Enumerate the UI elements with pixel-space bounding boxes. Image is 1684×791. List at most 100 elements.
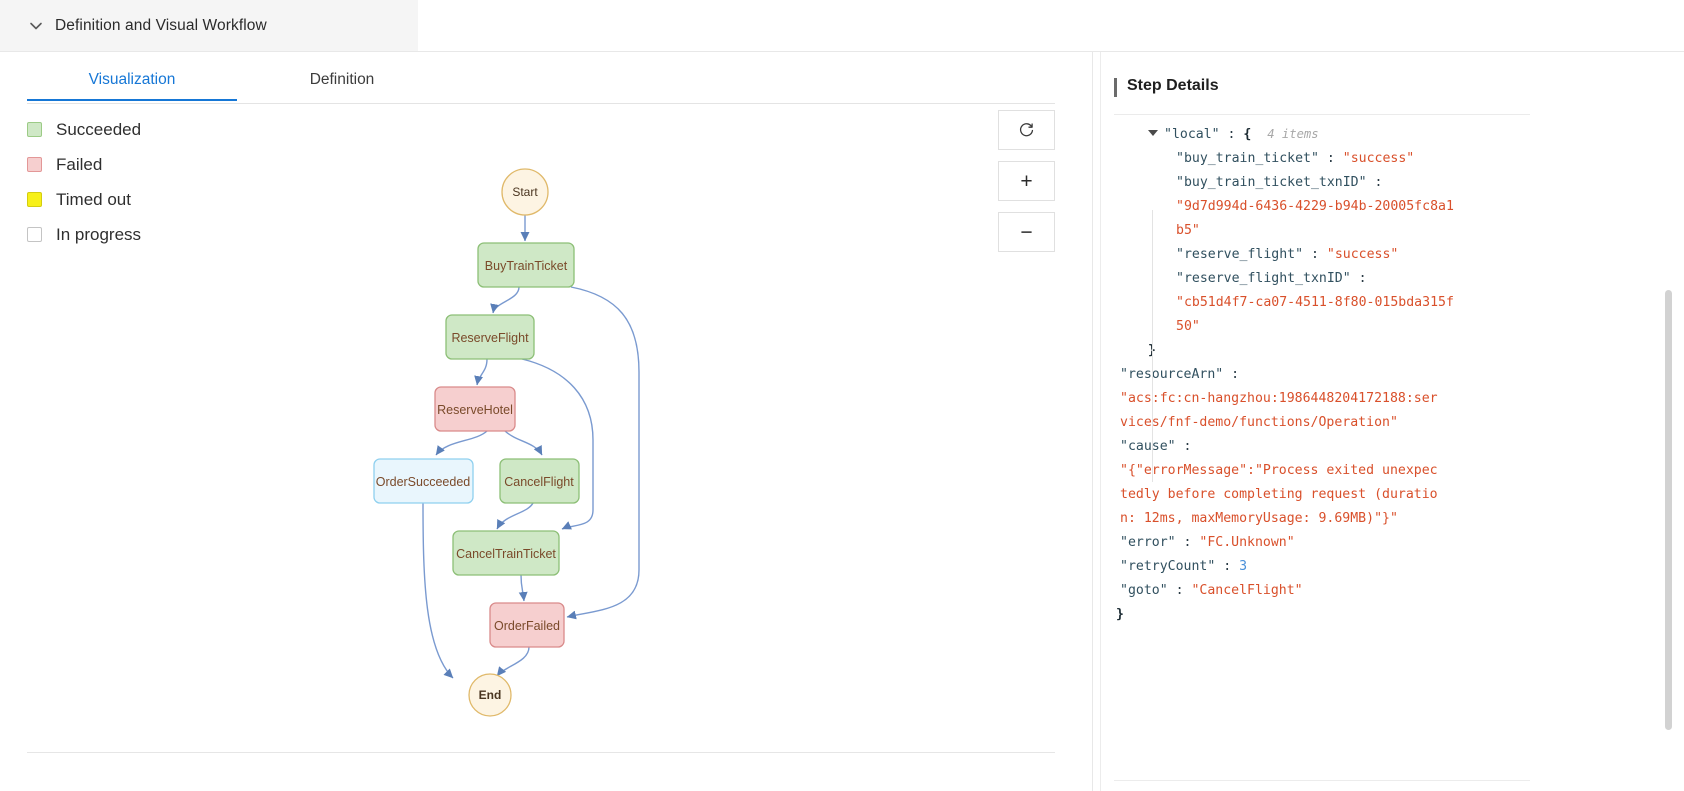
- chevron-down-icon[interactable]: [27, 17, 45, 35]
- edge-ordersucceeded-end: [422, 502, 454, 679]
- page-title: Definition and Visual Workflow: [55, 16, 267, 34]
- legend-swatch-timed-out: [27, 192, 42, 207]
- json-separator: :: [1223, 367, 1240, 382]
- triangle-down-icon[interactable]: [1148, 130, 1158, 136]
- json-line[interactable]: }: [1114, 603, 1534, 627]
- edge-cancelflight-canceltrainticket: [496, 502, 534, 530]
- node-canceltrainticket[interactable]: CancelTrainTicket: [452, 530, 560, 576]
- json-separator: :: [1350, 271, 1367, 286]
- json-brace: }: [1116, 607, 1124, 622]
- tab-visualization[interactable]: Visualization: [27, 62, 237, 101]
- json-line[interactable]: vices/fnf-demo/functions/Operation": [1114, 411, 1534, 435]
- json-line[interactable]: "goto" : "CancelFlight": [1114, 579, 1534, 603]
- json-line[interactable]: "{"errorMessage":"Process exited unexpec: [1114, 459, 1534, 483]
- status-legend: Succeeded Failed Timed out In progress: [27, 112, 141, 252]
- json-line[interactable]: "resourceArn" :: [1114, 363, 1534, 387]
- node-label-orderfailed: OrderFailed: [494, 619, 560, 633]
- node-reservehotel[interactable]: ReserveHotel: [434, 386, 516, 432]
- node-label-ordersucceeded: OrderSucceeded: [376, 475, 471, 489]
- node-start[interactable]: Start: [501, 168, 549, 216]
- workflow-svg[interactable]: Start BuyTrainTicket ReserveFlight Reser…: [27, 110, 1055, 752]
- json-separator: :: [1303, 247, 1327, 262]
- json-line[interactable]: "buy_train_ticket" : "success": [1114, 147, 1534, 171]
- node-buytrainticket[interactable]: BuyTrainTicket: [477, 242, 575, 288]
- json-line[interactable]: "acs:fc:cn-hangzhou:1986448204172188:ser: [1114, 387, 1534, 411]
- legend-item-failed: Failed: [27, 147, 141, 182]
- node-label-reservehotel: ReserveHotel: [437, 403, 513, 417]
- edge-buytrainticket-reserveflight: [490, 286, 520, 314]
- json-line[interactable]: "buy_train_ticket_txnID" :: [1114, 171, 1534, 195]
- json-line[interactable]: b5": [1114, 219, 1534, 243]
- json-line[interactable]: "local" : { 4 items: [1114, 122, 1534, 147]
- json-line[interactable]: tedly before completing request (duratio: [1114, 483, 1534, 507]
- step-details-divider: [1114, 114, 1530, 115]
- node-label-buytrainticket: BuyTrainTicket: [485, 259, 568, 273]
- json-line[interactable]: 50": [1114, 315, 1534, 339]
- node-orderfailed[interactable]: OrderFailed: [489, 602, 565, 648]
- json-separator: :: [1318, 151, 1343, 166]
- json-line[interactable]: n: 12ms, maxMemoryUsage: 9.69MB)"}": [1114, 507, 1534, 531]
- workflow-edges: [422, 215, 640, 679]
- definition-visual-workflow-header[interactable]: Definition and Visual Workflow: [0, 0, 418, 51]
- json-value: 50": [1176, 319, 1200, 334]
- json-value: "success": [1326, 247, 1399, 262]
- workflow-graph[interactable]: Start BuyTrainTicket ReserveFlight Reser…: [27, 110, 1055, 752]
- edge-reserveflight-canceltrainticket: [521, 358, 594, 530]
- tab-definition[interactable]: Definition: [309, 71, 375, 88]
- node-label-canceltrainticket: CancelTrainTicket: [456, 547, 556, 561]
- legend-swatch-failed: [27, 157, 42, 172]
- edge-orderfailed-end: [496, 646, 530, 677]
- json-line[interactable]: }: [1114, 339, 1534, 363]
- node-label-end: End: [479, 688, 502, 702]
- node-cancelflight[interactable]: CancelFlight: [499, 458, 580, 504]
- edge-reservehotel-cancelflight: [504, 430, 543, 456]
- json-line[interactable]: "retryCount" : 3: [1114, 555, 1534, 579]
- legend-item-succeeded: Succeeded: [27, 112, 141, 147]
- step-details-json[interactable]: "local" : { 4 items "buy_train_ticket" :…: [1114, 122, 1534, 772]
- node-reserveflight[interactable]: ReserveFlight: [445, 314, 535, 360]
- json-separator: :: [1215, 559, 1240, 574]
- json-value: "cb51d4f7-ca07-4511-8f80-015bda315f: [1176, 295, 1454, 310]
- json-key: "reserve_flight": [1176, 247, 1304, 262]
- edge-reserveflight-reservehotel: [474, 358, 488, 386]
- json-value: n: 12ms, maxMemoryUsage: 9.69MB)"}": [1120, 511, 1398, 526]
- pane-divider: [1092, 52, 1093, 791]
- zoom-in-icon: +: [1020, 169, 1033, 193]
- refresh-button[interactable]: [998, 110, 1055, 150]
- legend-label-timed-out: Timed out: [56, 189, 131, 209]
- zoom-in-button[interactable]: +: [998, 161, 1055, 201]
- refresh-icon: [1019, 122, 1034, 136]
- legend-label-failed: Failed: [56, 154, 103, 174]
- node-end[interactable]: End: [468, 673, 512, 717]
- json-key: "cause": [1120, 439, 1176, 454]
- json-brace: {: [1243, 127, 1252, 142]
- workflow-pane: Visualization Definition Succeeded Faile…: [0, 52, 1092, 791]
- json-line[interactable]: "cause" :: [1114, 435, 1534, 459]
- json-brace: }: [1148, 343, 1156, 358]
- json-key: "reserve_flight_txnID": [1176, 271, 1351, 286]
- json-indent-guide: [1152, 210, 1153, 482]
- pane-divider-secondary: [1100, 52, 1101, 791]
- json-line[interactable]: "reserve_flight_txnID" :: [1114, 267, 1534, 291]
- node-label-start: Start: [512, 185, 538, 199]
- canvas-horizontal-scrollbar[interactable]: [27, 754, 1055, 768]
- json-value: "FC.Unknown": [1199, 535, 1295, 550]
- json-line[interactable]: "9d7d994d-6436-4229-b94b-20005fc8a1: [1114, 195, 1534, 219]
- json-item-count: 4 items: [1267, 127, 1319, 141]
- details-scrollbar-thumb[interactable]: [1665, 290, 1672, 730]
- json-line[interactable]: "reserve_flight" : "success": [1114, 243, 1534, 267]
- json-value: vices/fnf-demo/functions/Operation": [1120, 415, 1398, 430]
- json-line[interactable]: "error" : "FC.Unknown": [1114, 531, 1534, 555]
- step-details-pane: Step Details "local" : { 4 items "buy_tr…: [1101, 52, 1684, 791]
- zoom-out-button[interactable]: −: [998, 212, 1055, 252]
- details-bottom-divider: [1114, 780, 1530, 781]
- json-key: "retryCount": [1120, 559, 1216, 574]
- json-separator: :: [1175, 535, 1200, 550]
- node-ordersucceeded[interactable]: OrderSucceeded: [373, 458, 474, 504]
- json-line[interactable]: "cb51d4f7-ca07-4511-8f80-015bda315f: [1114, 291, 1534, 315]
- json-key: "goto": [1120, 583, 1168, 598]
- json-value: "success": [1342, 151, 1415, 166]
- json-key: "buy_train_ticket": [1176, 151, 1319, 166]
- legend-swatch-in-progress: [27, 227, 42, 242]
- json-value: tedly before completing request (duratio: [1120, 487, 1438, 502]
